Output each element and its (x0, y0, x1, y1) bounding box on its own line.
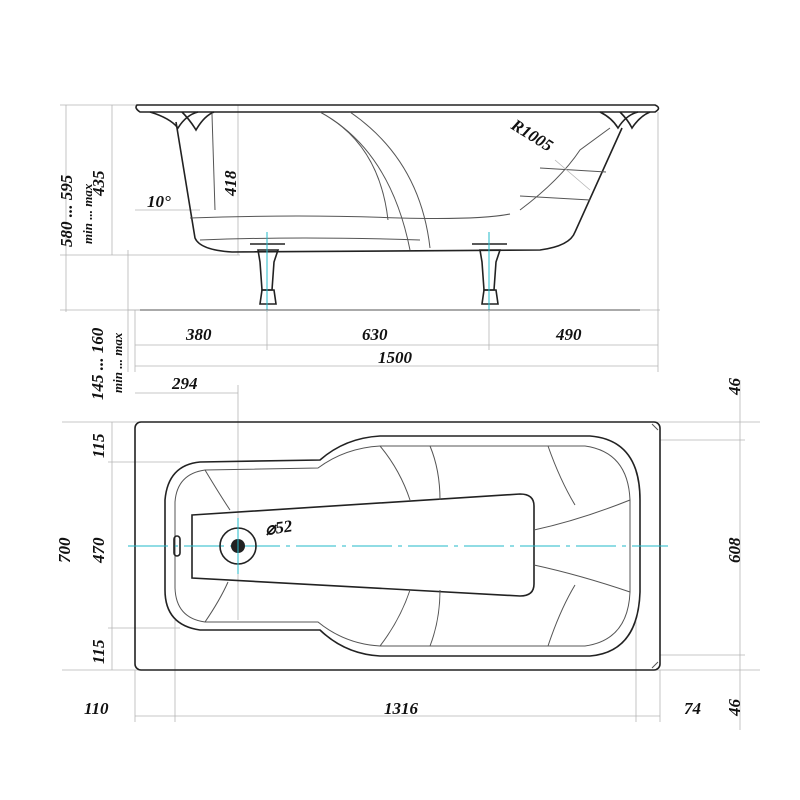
leg-spacing-right: 490 (555, 325, 582, 344)
side-rim (135, 104, 660, 113)
leg-height-range-label: 145 ... 160 (88, 327, 107, 400)
leg-height-range-note: min ... max (110, 332, 125, 393)
rim-bottom-right-label: 46 (725, 699, 744, 718)
inner-width-right-label: 608 (725, 537, 744, 563)
side-body (175, 121, 623, 253)
rim-top-right-label: 46 (725, 378, 744, 397)
side-view: 580 ... 595 min ... max 435 418 10° R100… (57, 104, 660, 400)
overall-width-label: 700 (55, 537, 74, 563)
radius-label: R1005 (507, 115, 557, 156)
overflow (173, 535, 181, 557)
wall-height-label: 418 (221, 170, 240, 197)
floor-panel (191, 493, 535, 597)
inner-basin (164, 435, 641, 657)
top-view: 294 46 115 470 115 700 ⌀52 608 46 110 13… (55, 374, 760, 730)
rim-top-label: 115 (89, 433, 108, 458)
angle-label: 10° (147, 192, 171, 211)
leg-spacing-left: 380 (185, 325, 212, 344)
leg-right (472, 232, 507, 312)
leg-spacing-middle: 630 (362, 325, 388, 344)
inner-width-label: 470 (89, 537, 108, 564)
depth-label: 435 (89, 170, 108, 197)
leg-left (250, 232, 285, 312)
drain-diameter-label: ⌀52 (264, 516, 294, 539)
height-range-note: min ... max (80, 183, 95, 244)
left-offset-label: 110 (84, 699, 109, 718)
height-range-label: 580 ... 595 (57, 174, 76, 247)
inner-length-label: 1316 (384, 699, 419, 718)
right-offset-label: 74 (684, 699, 701, 718)
overall-length-label: 1500 (378, 348, 413, 367)
drain-offset-label: 294 (171, 374, 198, 393)
rim-bottom-label: 115 (89, 639, 108, 664)
